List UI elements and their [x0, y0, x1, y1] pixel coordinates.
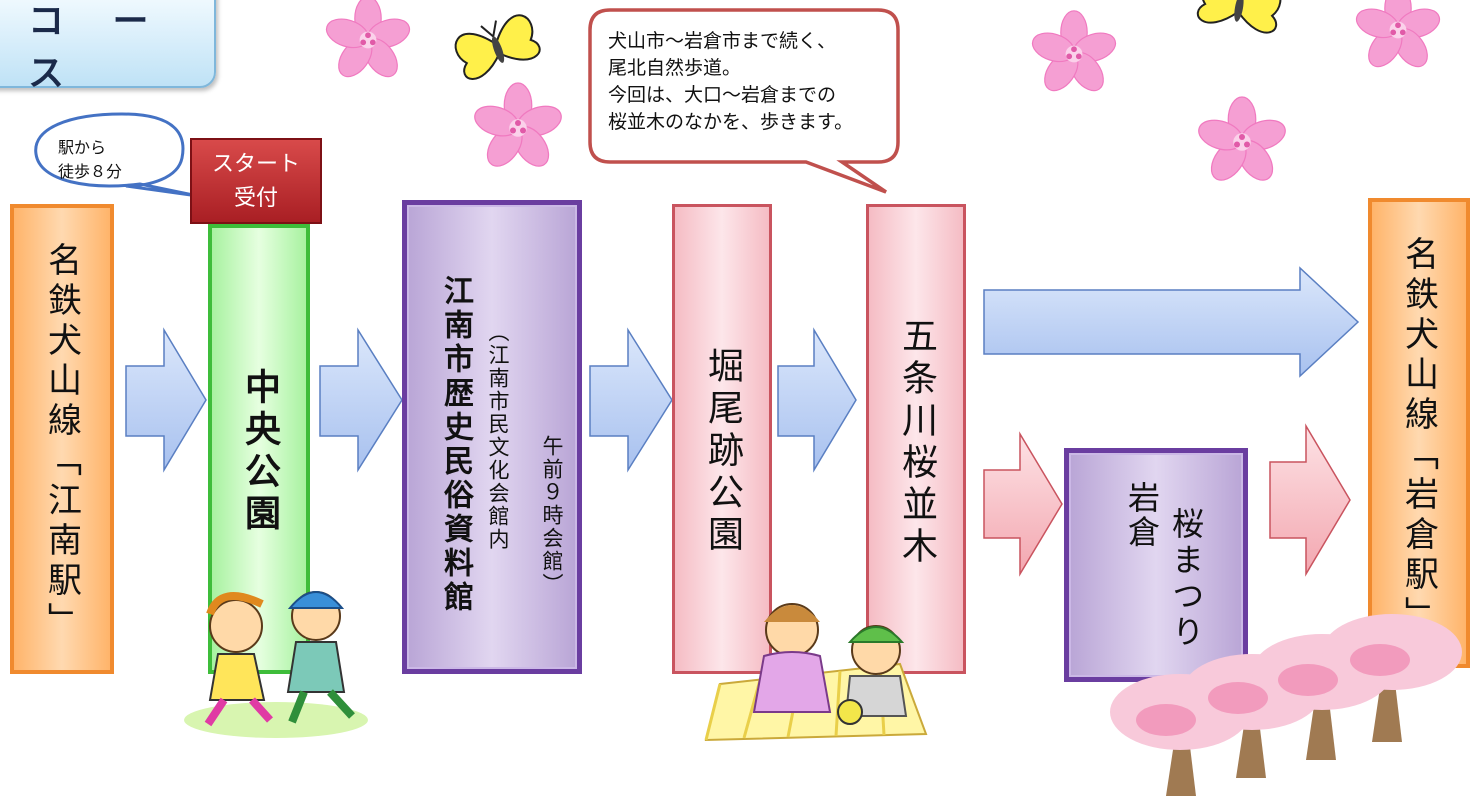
arrow-right-icon	[589, 327, 673, 473]
arrow-right-icon	[983, 266, 1360, 378]
arrow-right-icon	[1269, 423, 1351, 577]
museum-name: 江南市歴史民俗資料館	[438, 275, 473, 615]
sakura-flower-icon	[322, 0, 414, 84]
route-callout-shape	[588, 8, 900, 194]
butterfly-icon	[450, 8, 544, 83]
gojo-river-box: 五条川桜並木	[866, 204, 966, 674]
museum-time: 午前９時会館）	[540, 435, 564, 596]
walk-callout-line: 駅から	[58, 138, 107, 157]
gojo-river-label: 五条川桜並木	[896, 317, 937, 569]
horio-park-box: 堀尾跡公園	[672, 204, 772, 674]
walking-children-illustration	[184, 591, 368, 738]
course-header: コ ー ス	[0, 0, 216, 94]
start-station-box: 名鉄犬山線「江南駅」	[10, 204, 114, 674]
iwakura-label: 岩倉	[1123, 481, 1161, 549]
end-station-label: 名鉄犬山線「岩倉駅」	[1398, 236, 1439, 636]
museum-box: 江南市歴史民俗資料館 （江南市民文化会館内 午前９時会館）	[402, 200, 582, 674]
route-callout-line: 犬山市～岩倉市まで続く、	[608, 30, 837, 52]
picnic-children-illustration	[704, 603, 928, 742]
sakura-flower-icon	[470, 82, 566, 174]
arrow-right-icon	[777, 327, 857, 473]
route-callout: 犬山市～岩倉市まで続く、 尾北自然歩道。 今回は、大口～岩倉までの 桜並木のなか…	[608, 28, 853, 136]
sakura-flower-icon	[1194, 96, 1290, 188]
central-park-label: 中央公園	[239, 368, 280, 536]
route-callout-line: 今回は、大口～岩倉までの	[608, 84, 837, 106]
sakura-flower-icon	[1028, 10, 1120, 98]
start-label: スタート	[211, 152, 300, 177]
cherry-trees-illustration	[1110, 614, 1462, 796]
route-callout-line: 桜並木のなかを、歩きます。	[608, 111, 854, 133]
sakura-flower-icon	[1352, 0, 1444, 74]
arrow-right-icon	[983, 431, 1063, 577]
arrow-right-icon	[319, 327, 403, 473]
route-callout-line: 尾北自然歩道。	[608, 57, 742, 79]
festival-label: 桜まつり	[1167, 507, 1205, 651]
end-station-box: 名鉄犬山線「岩倉駅」	[1368, 198, 1470, 668]
horio-park-label: 堀尾跡公園	[702, 347, 743, 557]
walk-callout-line: 徒歩８分	[58, 162, 123, 181]
butterfly-icon	[1195, 0, 1284, 36]
walk-callout-shape	[34, 112, 199, 198]
reception-label: 受付	[233, 186, 278, 211]
museum-sub: （江南市民文化会館内	[486, 321, 510, 551]
course-title: コ ー ス	[28, 1, 167, 94]
start-station-label: 名鉄犬山線「江南駅」	[41, 242, 82, 642]
arrow-right-icon	[125, 327, 207, 473]
start-reception-badge: スタート 受付	[190, 138, 322, 224]
walk-callout: 駅から 徒歩８分	[58, 136, 122, 184]
iwakura-festival-box: 岩倉 桜まつり	[1064, 448, 1248, 682]
